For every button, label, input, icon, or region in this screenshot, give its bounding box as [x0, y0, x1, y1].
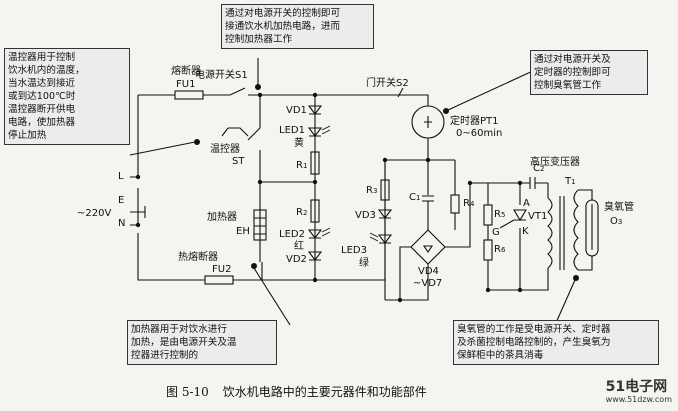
r3-label: R3 — [366, 185, 377, 197]
heater-label: 加热器 — [207, 212, 237, 223]
c2-letter: C — [533, 163, 540, 174]
r5-letter: R — [494, 209, 501, 220]
t1-label: T1 — [565, 176, 576, 188]
timer-callout: 通过对电源开关及 定时器的控制即可 控制臭氧管工作 — [530, 50, 648, 95]
fu1-label: FU1 — [176, 79, 196, 90]
gate-g-label: G — [492, 227, 500, 238]
callout-line: 温控器断开供电 — [8, 104, 76, 115]
vd1-label: VD1 — [286, 105, 307, 116]
timer-range-label: 0~60min — [456, 128, 503, 139]
r3-letter: R — [366, 185, 373, 196]
callout-line: 臭氧管的工作是受电源开关、定时器 — [457, 324, 611, 335]
callout-line: 通过对电源开关及 — [534, 54, 611, 65]
hv-transformer-label: 高压变压器 — [530, 157, 580, 168]
fu2-label: FU2 — [212, 264, 232, 275]
r2-label: R2 — [296, 207, 307, 219]
power-switch-callout: 通过对电源开关的控制即可 接通饮水机加热电路，进而 控制加热器工作 — [221, 4, 374, 49]
callout-line: 控制臭氧管工作 — [534, 80, 602, 91]
callout-line: 或到达100℃时 — [8, 91, 76, 102]
callout-line: 温控器用于控制 — [8, 52, 76, 63]
c1-subscript: 1 — [415, 194, 421, 202]
site-watermark: 51电子网 www.51dzw.com — [606, 376, 672, 404]
r2-subscript: 2 — [302, 209, 308, 217]
r4-letter: R — [463, 198, 470, 209]
callout-line: 停止加热 — [8, 130, 47, 141]
terminal-l-label: L — [118, 171, 124, 182]
eh-label: EH — [236, 226, 250, 237]
r4-subscript: 4 — [469, 200, 475, 208]
r3-subscript: 3 — [372, 187, 378, 195]
watermark-url: www.51dzw.com — [605, 395, 672, 404]
power-switch-label: 电源开关S1 — [195, 70, 248, 81]
figure-caption: 图 5-10 饮水机电路中的主要元器件和功能部件 — [166, 383, 441, 400]
ozone-callout: 臭氧管的工作是受电源开关、定时器 及杀菌控制电路控制的，产生臭氧为 保鲜柜中的茶… — [453, 320, 659, 365]
vd3-label: VD3 — [355, 210, 376, 221]
callout-line: 定时器的控制即可 — [534, 67, 611, 78]
callout-line: 控制加热器工作 — [225, 34, 293, 45]
yellow-label: 黄 — [294, 138, 304, 149]
r1-subscript: 1 — [302, 162, 308, 170]
t1-letter: T — [565, 176, 572, 187]
callout-line: 控器进行控制的 — [131, 350, 199, 361]
led1-label: LED1 — [279, 125, 305, 136]
c1-label: C1 — [409, 192, 420, 204]
anode-a-label: A — [523, 198, 530, 209]
o3-subscript: 3 — [617, 218, 623, 226]
callout-line: 接通饮水机加热电路，进而 — [225, 21, 341, 32]
vd4-label: VD4 — [418, 266, 439, 277]
callout-line: 加热器用于对饮水进行 — [131, 324, 227, 335]
red-label: 红 — [294, 241, 304, 252]
c1-letter: C — [409, 192, 416, 203]
r1-letter: R — [296, 160, 303, 171]
terminal-e-label: E — [118, 195, 125, 206]
o3-label: O3 — [610, 216, 622, 228]
fuse-label: 熔断器 — [171, 66, 201, 77]
callout-line: 通过对电源开关的控制即可 — [225, 8, 341, 19]
callout-line: 饮水机内的温度， — [8, 65, 85, 76]
watermark-logo: 51电子网 — [605, 379, 668, 395]
callout-line: 电路，使加热器 — [8, 117, 76, 128]
r5-label: R5 — [494, 209, 505, 221]
c2-label: C2 — [533, 163, 544, 175]
callout-line: 加热，是由电源开关及温 — [131, 337, 237, 348]
voltage-label: ~220V — [77, 208, 112, 219]
vd7-label: ~VD7 — [413, 278, 443, 289]
st-label: ST — [232, 156, 245, 167]
r5-subscript: 5 — [500, 211, 506, 219]
thermal-fuse-label: 热熔断器 — [178, 252, 218, 263]
callout-line: 及杀菌控制电路控制的，产生臭氧为 — [457, 337, 611, 348]
thermostat-callout: 温控器用于控制 饮水机内的温度， 当水温达到接近 或到达100℃时 温控器断开供… — [4, 48, 130, 145]
timer-label: 定时器PT1 — [450, 116, 499, 127]
green-label: 绿 — [359, 258, 369, 269]
vd2-label: VD2 — [286, 254, 307, 265]
led2-label: LED2 — [279, 229, 305, 240]
t1-subscript: 1 — [571, 178, 576, 186]
ozone-tube-label: 臭氧管 — [604, 202, 634, 213]
callout-line: 保鲜柜中的茶具消毒 — [457, 350, 544, 361]
led3-label: LED3 — [341, 245, 367, 256]
figure-title: 饮水机电路中的主要元器件和功能部件 — [222, 385, 427, 399]
door-switch-label: 门开关S2 — [366, 78, 409, 89]
cathode-k-label: K — [522, 226, 529, 237]
r6-subscript: 6 — [500, 246, 506, 254]
o3-letter: O — [610, 216, 618, 227]
figure-number: 图 5-10 — [166, 385, 209, 399]
r1-label: R1 — [296, 160, 307, 172]
vt1-label: VT1 — [528, 211, 548, 222]
r6-letter: R — [494, 244, 501, 255]
r2-letter: R — [296, 207, 303, 218]
heater-callout: 加热器用于对饮水进行 加热，是由电源开关及温 控器进行控制的 — [127, 320, 277, 365]
r6-label: R6 — [494, 244, 505, 256]
terminal-n-label: N — [118, 218, 126, 229]
callout-line: 当水温达到接近 — [8, 78, 76, 89]
thermostat-label: 温控器 — [210, 144, 240, 155]
c2-subscript: 2 — [539, 165, 545, 173]
r4-label: R4 — [463, 198, 474, 210]
